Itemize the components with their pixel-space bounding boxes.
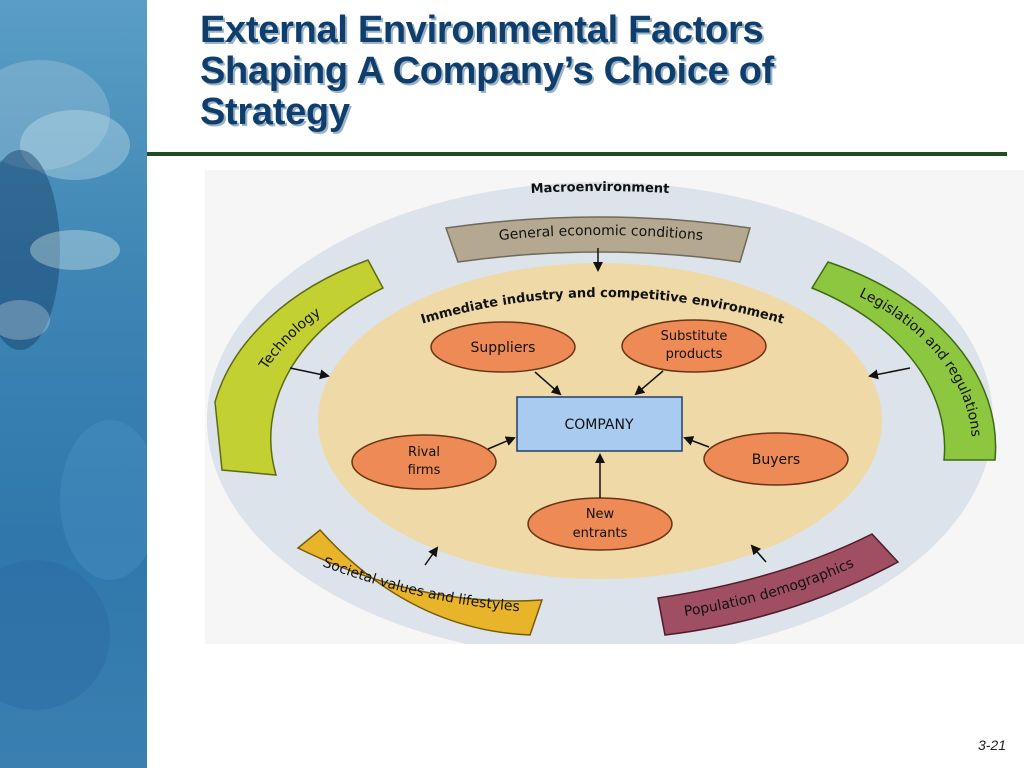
node-new-entrants: New entrants [527, 497, 673, 551]
svg-text:Substitute: Substitute [661, 329, 728, 344]
slide-title-line-1: External Environmental Factors [200, 9, 764, 51]
arrow-substitutes-to-company [634, 370, 664, 396]
node-substitute-products: Substitute products [621, 319, 767, 373]
slide-title-line-2: Shaping A Company’s Choice of [200, 50, 775, 92]
arrow-legislation [868, 367, 911, 380]
node-buyers: Buyers [703, 432, 849, 486]
svg-text:Suppliers: Suppliers [471, 340, 536, 356]
svg-text:products: products [666, 347, 723, 362]
slide-title-line-3: Strategy [200, 91, 350, 133]
node-suppliers: Suppliers [430, 321, 576, 373]
svg-text:entrants: entrants [573, 526, 628, 541]
arrow-demographics [750, 544, 767, 563]
arrow-buyers-to-company [683, 436, 710, 448]
arrow-rivals-to-company [487, 436, 516, 450]
band-general-economic-conditions: General economic conditions [444, 216, 751, 263]
svg-text:COMPANY: COMPANY [564, 417, 633, 433]
page-number: 3-21 [977, 737, 1006, 753]
company-node: COMPANY [516, 396, 683, 452]
slide-title: External Environmental Factors Shaping A… [200, 10, 1000, 133]
diagram-panel: Macroenvironment Immediate industry and … [205, 170, 1024, 644]
decorative-sidebar [0, 0, 147, 768]
svg-text:New: New [586, 507, 615, 522]
arrow-suppliers-to-company [534, 371, 562, 396]
svg-text:firms: firms [408, 463, 441, 478]
macroenvironment-label: Macroenvironment [530, 180, 670, 197]
arrow-societal [424, 546, 439, 566]
node-rival-firms: Rival firms [351, 434, 497, 490]
svg-text:General economic conditions: General economic conditions [498, 223, 704, 244]
svg-text:Rival: Rival [408, 445, 440, 460]
svg-text:Buyers: Buyers [752, 452, 800, 468]
environment-diagram: Macroenvironment Immediate industry and … [207, 180, 997, 644]
title-divider [147, 152, 1007, 156]
arrow-technology [289, 367, 330, 380]
